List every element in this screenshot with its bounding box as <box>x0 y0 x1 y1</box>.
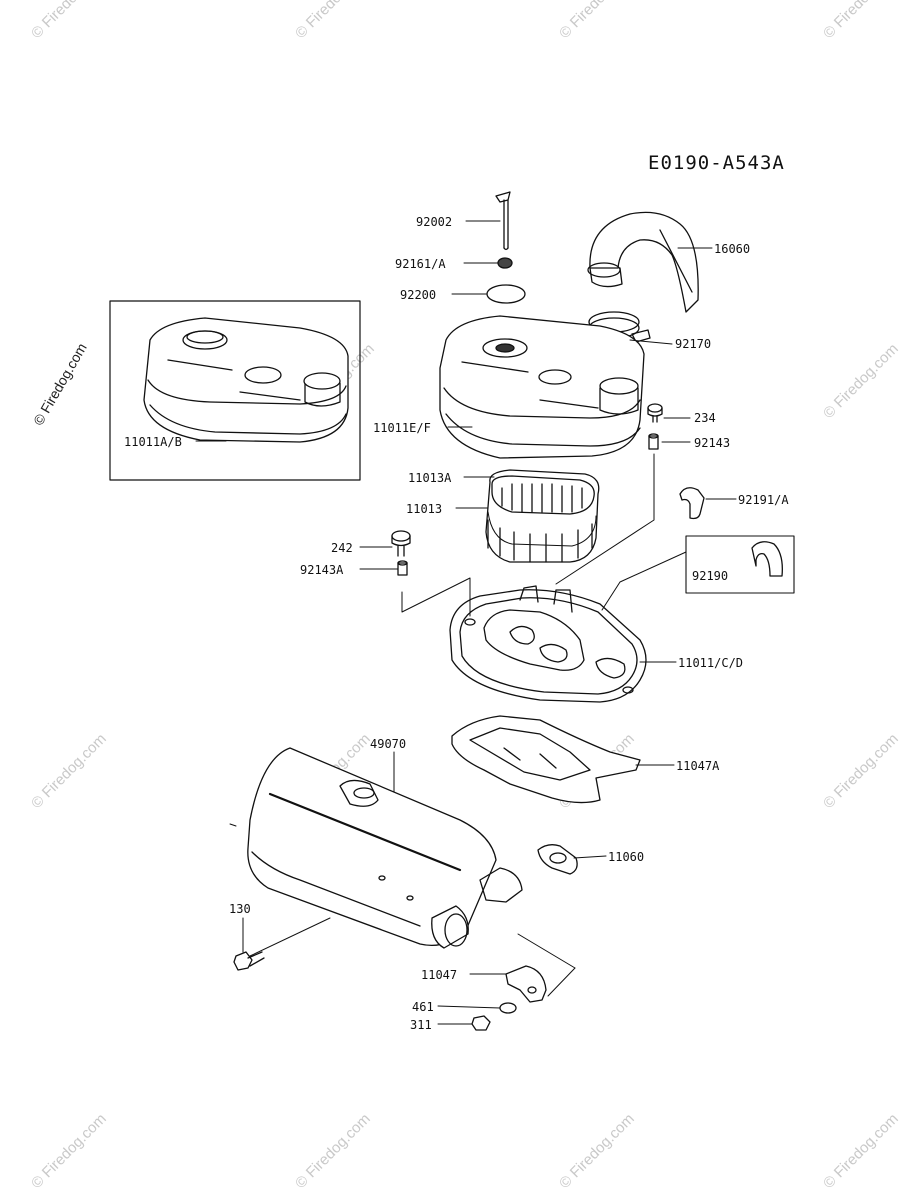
washer-461 <box>499 1002 517 1014</box>
muffler-49070 <box>247 747 523 949</box>
part-label: 92002 <box>416 215 452 229</box>
diagram-code: E0190-A543A <box>648 152 785 174</box>
part-label: 11011E/F <box>373 421 431 435</box>
part-label: 311 <box>410 1018 432 1032</box>
part-label: 130 <box>229 902 251 916</box>
collar-92143A <box>397 560 408 576</box>
inset-box-92190 <box>685 535 795 594</box>
part-label: 11013A <box>408 471 452 485</box>
elbow-16060 <box>587 211 699 313</box>
bracket-11047 <box>505 965 547 1003</box>
part-label: 11047A <box>676 759 720 773</box>
part-label: 92143 <box>694 436 730 450</box>
part-label: 11011A/B <box>124 435 182 449</box>
screw-234 <box>647 403 663 423</box>
part-label: 234 <box>694 411 716 425</box>
nut-92161 <box>497 257 513 269</box>
part-label: 92161/A <box>395 257 446 271</box>
nut-311 <box>471 1015 491 1031</box>
part-label: 92200 <box>400 288 436 302</box>
leader-lines <box>195 220 737 1025</box>
part-label: 49070 <box>370 737 406 751</box>
bolt-130 <box>233 951 265 971</box>
part-label: 11011/C/D <box>678 656 743 670</box>
stud-92002 <box>495 191 511 251</box>
part-label: 11047 <box>421 968 457 982</box>
part-label: 92143A <box>300 563 344 577</box>
guide-lines <box>229 453 687 997</box>
base-11011CD <box>449 585 647 703</box>
part-label: 461 <box>412 1000 434 1014</box>
washer-92200 <box>486 284 526 304</box>
filter-11013 <box>485 469 600 563</box>
part-label: 16060 <box>714 242 750 256</box>
bolt-242 <box>391 530 411 557</box>
inset-box <box>109 300 361 481</box>
alt-cover-illustration <box>143 317 349 443</box>
part-label: 92190 <box>692 569 728 583</box>
part-label: 242 <box>331 541 353 555</box>
part-label: 92191/A <box>738 493 789 507</box>
hose-92191 <box>679 487 705 520</box>
part-label: 11013 <box>406 502 442 516</box>
shield-11047A <box>451 715 641 804</box>
part-label: 92170 <box>675 337 711 351</box>
hose-92190 <box>751 541 783 577</box>
cover-11011EF <box>439 315 645 459</box>
collar-92143 <box>648 433 659 450</box>
gasket-11060 <box>537 844 578 875</box>
part-label: 11060 <box>608 850 644 864</box>
